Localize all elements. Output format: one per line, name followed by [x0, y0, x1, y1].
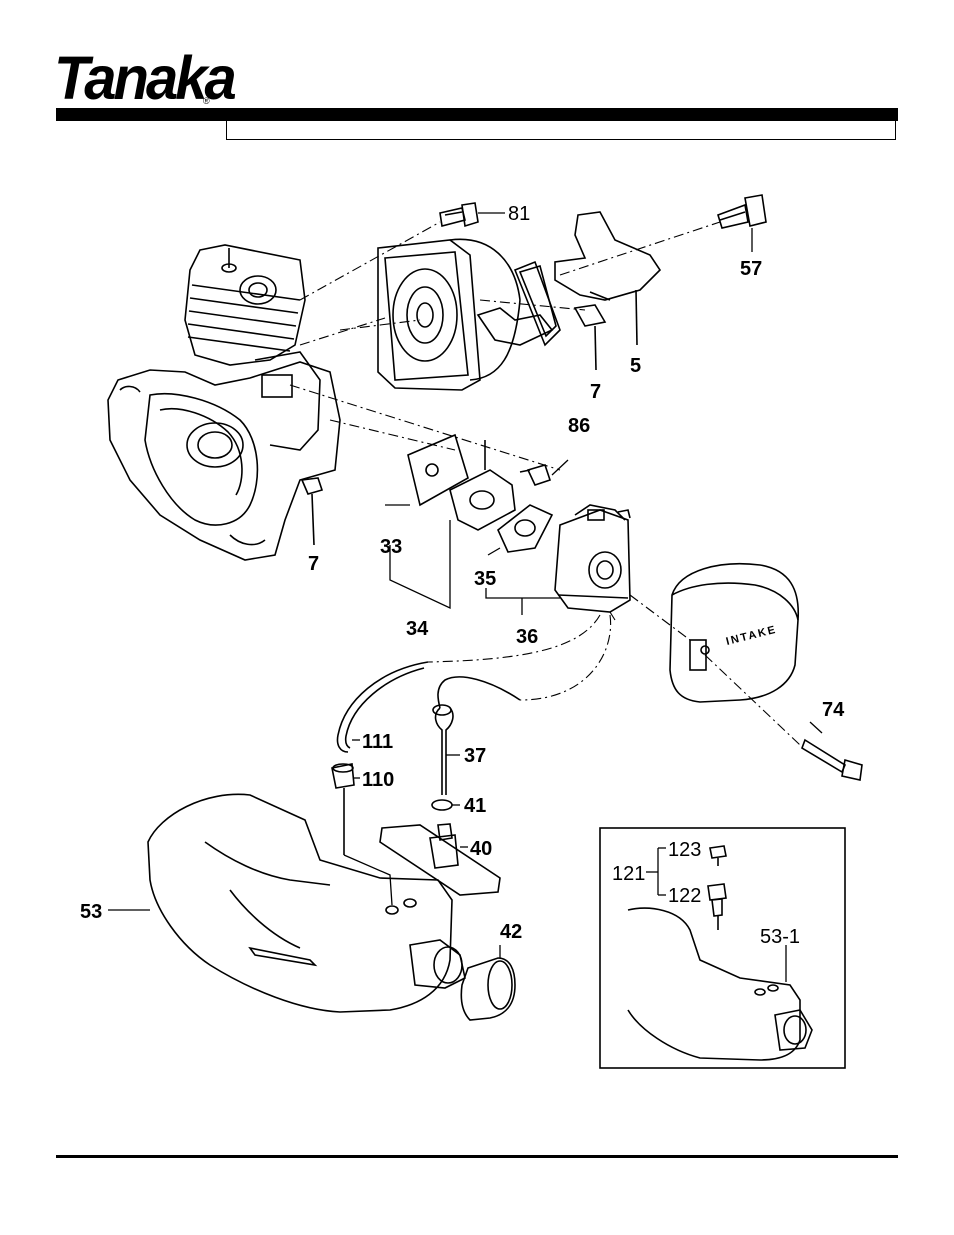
callout-37: 37 — [464, 745, 486, 767]
gasket-33-drawing — [408, 435, 468, 505]
callout-122: 122 — [668, 885, 701, 907]
key-7-crankcase — [302, 478, 322, 494]
clip-41-drawing — [432, 800, 452, 810]
recoil-starter-drawing — [378, 239, 560, 390]
callout-110: 110 — [362, 769, 394, 791]
callout-123: 123 — [668, 839, 701, 861]
screw-86-drawing — [520, 465, 550, 485]
callout-7-crankcase: 7 — [308, 553, 319, 575]
callout-53: 53 — [80, 901, 102, 923]
callout-57: 57 — [740, 258, 762, 280]
callout-42: 42 — [500, 921, 522, 943]
insulator-34-drawing — [450, 440, 515, 530]
crankcase-cylinder-drawing — [108, 245, 340, 560]
grommet-110-drawing — [332, 764, 354, 855]
cover-plate-5-drawing — [555, 212, 660, 370]
gasket-35-drawing — [498, 505, 552, 552]
callout-7-cover: 7 — [590, 381, 601, 403]
air-cleaner-cover-drawing — [670, 564, 798, 702]
callout-34: 34 — [406, 618, 429, 640]
screw-81-drawing — [440, 203, 478, 226]
key-7-cover — [575, 305, 605, 326]
callout-5: 5 — [630, 355, 641, 377]
callout-81: 81 — [508, 203, 530, 225]
fuel-tank-53-drawing — [148, 794, 465, 1012]
callout-121: 121 — [612, 863, 645, 885]
callout-86: 86 — [568, 415, 590, 437]
fuel-cap-42-drawing — [461, 958, 515, 1020]
callout-74: 74 — [822, 699, 845, 721]
bolt-74-drawing — [802, 740, 862, 780]
carburetor-36-drawing — [555, 505, 630, 612]
callout-41: 41 — [464, 795, 486, 817]
callout-labels: 81 57 5 7 86 7 33 34 35 36 74 111 37 110… — [80, 203, 845, 948]
vent-123-drawing — [710, 846, 726, 866]
footer-rule — [56, 1155, 898, 1158]
fuel-line-37-drawing — [433, 677, 520, 795]
callout-53-1: 53-1 — [760, 926, 800, 948]
intake-text: INTAKE — [725, 624, 778, 648]
screw-57-drawing — [718, 195, 766, 228]
center-lines — [290, 222, 800, 745]
callout-40: 40 — [470, 838, 492, 860]
callout-36: 36 — [516, 626, 538, 648]
vent-122-drawing — [708, 884, 726, 930]
callout-35: 35 — [474, 568, 496, 590]
callout-111: 111 — [362, 731, 393, 753]
callout-33: 33 — [380, 536, 402, 558]
